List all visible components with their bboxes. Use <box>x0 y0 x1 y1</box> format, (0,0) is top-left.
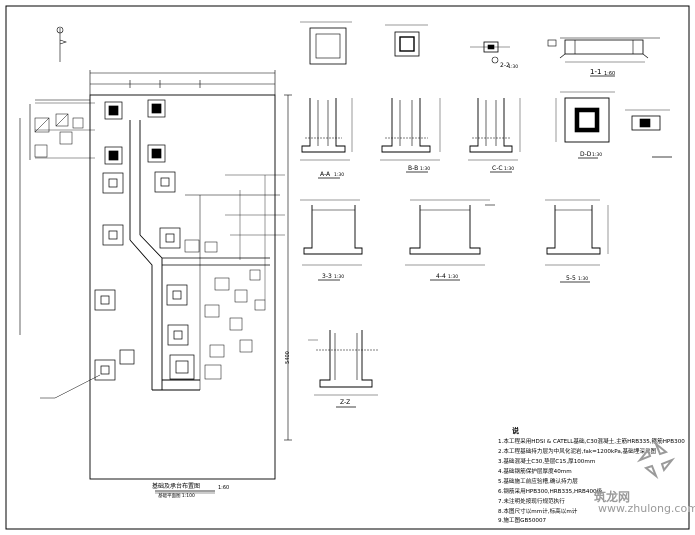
section-c-label: C-C <box>492 165 503 172</box>
plan-scale: 1:60 <box>218 485 230 491</box>
section-2-2-scale: 1:30 <box>508 65 519 70</box>
section-4-4-scale: 1:30 <box>448 275 459 280</box>
section-z <box>308 330 378 408</box>
section-b-label: B-B <box>408 165 419 172</box>
sheet-border <box>5 5 690 530</box>
plan-outline <box>89 94 276 480</box>
section-3-3-scale: 1:30 <box>334 275 345 280</box>
note-line-1: 1.本工程采用HDSI & CATELL基础,C30混凝土,主筋HRB335,箍… <box>498 439 685 445</box>
note-line-4: 4.基础钢筋保护层厚度40mm <box>498 469 572 475</box>
sections-row-1 <box>300 91 672 179</box>
foundation-plan <box>19 26 292 494</box>
section-5-5-scale: 1:30 <box>578 277 589 282</box>
watermark-url: www.zhulong.com <box>598 502 695 515</box>
watermark-brand: 筑龙网 <box>594 490 631 504</box>
section-1-1-scale: 1:60 <box>604 71 616 77</box>
section-d-scale: 1:30 <box>592 153 603 158</box>
note-line-6: 6.钢筋采用HPB300,HRB335,HRB400级 <box>498 489 603 495</box>
note-line-7: 7.未注明处按现行规范执行 <box>498 499 565 505</box>
section-3-3-label: 3-3 <box>322 273 332 280</box>
side-dimension: 5400 <box>284 351 291 364</box>
watermark-logo-icon <box>636 440 676 480</box>
section-a-scale: 1:30 <box>334 173 345 178</box>
plan-subtitle: 基础平面图 1:100 <box>158 494 195 499</box>
note-line-8: 8.本图尺寸以mm计,标高以m计 <box>498 509 578 515</box>
section-2-2-label: 2-2 <box>500 62 510 69</box>
top-details <box>300 21 660 77</box>
note-line-9: 9.施工图GB50007 <box>498 518 547 524</box>
section-z-label: Z-Z <box>340 399 351 406</box>
note-line-2: 2.本工程基础持力层为中风化泥岩,fak=1200kPa,基础埋深见图 <box>498 449 657 455</box>
note-line-3: 3.基础混凝土C30,垫层C15,厚100mm <box>498 459 596 465</box>
note-line-5: 5.基础施工前应验槽,确认持力层 <box>498 479 578 485</box>
section-5-5-label: 5-5 <box>566 275 576 282</box>
section-c-scale: 1:30 <box>504 167 515 172</box>
section-a-label: A-A <box>320 171 331 178</box>
plan-title: 基础及承台布置图 <box>152 483 201 490</box>
section-4-4-label: 4-4 <box>436 273 446 280</box>
section-d-label: D-D <box>580 151 592 158</box>
section-1-1-label: 1-1 <box>590 68 602 76</box>
notes-heading: 说 <box>512 427 519 435</box>
sections-row-2 <box>300 199 609 283</box>
section-b-scale: 1:30 <box>420 167 431 172</box>
